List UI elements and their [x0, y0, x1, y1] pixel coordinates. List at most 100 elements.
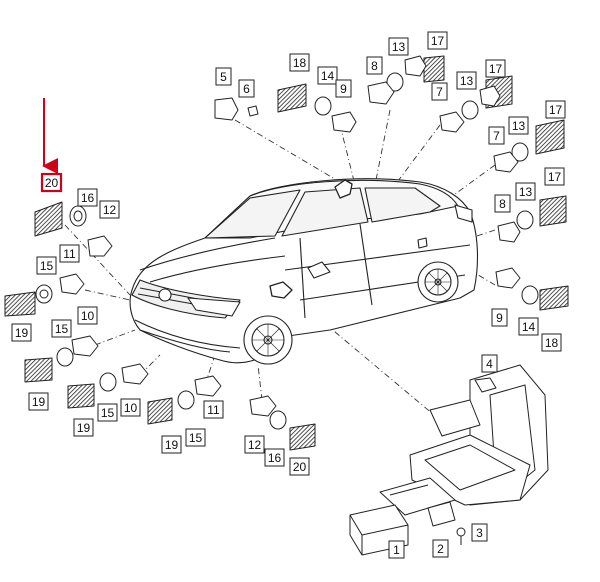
callout-box	[99, 200, 120, 219]
callout-number: 4	[486, 357, 493, 371]
callout: 8	[366, 56, 383, 75]
callout-number: 5	[220, 70, 227, 84]
callout-box	[289, 457, 310, 476]
callout: 16	[264, 448, 285, 467]
callout-box	[77, 188, 98, 207]
callout-box	[518, 317, 539, 336]
callout-number: 12	[248, 438, 262, 452]
callout-box	[488, 126, 505, 145]
callout: 18	[289, 53, 310, 72]
callout-number: 17	[549, 103, 563, 117]
callout-box	[427, 31, 448, 50]
callout-number: 10	[124, 401, 138, 415]
callout: 19	[28, 392, 49, 411]
callout-box	[388, 37, 409, 56]
callout-box	[456, 71, 477, 90]
callout: 5	[215, 67, 232, 86]
callout-number: 13	[392, 40, 406, 54]
callout-number: 13	[512, 119, 526, 133]
callout-box	[544, 167, 565, 186]
callout-number: 3	[476, 526, 483, 540]
callout: 17	[427, 31, 448, 50]
callout: 2	[432, 539, 449, 558]
car-illustration	[129, 178, 478, 365]
callout-box	[215, 67, 232, 86]
callout-box	[51, 319, 72, 338]
callout-number: 19	[165, 438, 179, 452]
callout-number: 15	[189, 431, 203, 445]
callout: 8	[494, 194, 511, 213]
callout-number: 12	[103, 203, 117, 217]
callout-number: 11	[63, 247, 76, 261]
callout: 11	[203, 400, 224, 419]
callout-box	[59, 244, 80, 263]
callout: 12	[99, 200, 120, 219]
callout: 13	[456, 71, 477, 90]
callout-box	[432, 539, 449, 558]
callout: 13	[508, 116, 529, 135]
callout-box	[508, 116, 529, 135]
callout: 3	[471, 523, 488, 542]
callout-box	[203, 400, 224, 419]
callout-number: 15	[101, 406, 115, 420]
callout: 15	[97, 403, 118, 422]
callout-number: 13	[519, 185, 533, 199]
callout-number: 1	[393, 543, 400, 557]
callout-box	[73, 418, 94, 437]
callout: 12	[244, 435, 265, 454]
callout-number: 15	[55, 322, 69, 336]
callout-number: 14	[522, 320, 536, 334]
callout-number: 7	[436, 85, 443, 99]
callout: 15	[51, 319, 72, 338]
callout-number: 18	[293, 56, 307, 70]
callout: 10	[120, 398, 141, 417]
callout: 1	[388, 540, 405, 559]
callout-box	[545, 100, 566, 119]
control-unit-assembly	[349, 364, 549, 556]
callout-number: 2	[437, 542, 444, 556]
callout-number: 17	[548, 170, 562, 184]
callout-box	[161, 435, 182, 454]
callout: 19	[11, 323, 32, 342]
callout-box	[264, 448, 285, 467]
callout-number: 17	[489, 62, 503, 76]
callout: 14	[317, 66, 338, 85]
callout-highlighted: 20	[40, 172, 63, 193]
callout-number: 6	[243, 82, 250, 96]
callout-number: 16	[81, 191, 95, 205]
callout-number: 11	[207, 403, 220, 417]
callout-number: 19	[15, 326, 29, 340]
callout-box	[388, 540, 405, 559]
callout-box	[515, 182, 536, 201]
callout: 10	[77, 306, 98, 325]
callout-number: 7	[493, 129, 500, 143]
callout-number: 17	[431, 34, 445, 48]
callout: 19	[161, 435, 182, 454]
callout-number: 13	[460, 74, 474, 88]
callout-box	[317, 66, 338, 85]
callout-box	[494, 194, 511, 213]
callout-number: 19	[77, 421, 91, 435]
callout-box	[77, 306, 98, 325]
callout: 17	[545, 100, 566, 119]
callout: 19	[73, 418, 94, 437]
callout: 17	[485, 59, 506, 78]
callout: 15	[185, 428, 206, 447]
callout-box	[28, 392, 49, 411]
parking-sensors	[4, 55, 569, 451]
callout-number: 8	[371, 59, 378, 73]
callout: 13	[515, 182, 536, 201]
callout: 4	[481, 354, 498, 373]
callout: 13	[388, 37, 409, 56]
callout: 11	[59, 244, 80, 263]
callout: 9	[335, 79, 352, 98]
callout-box	[120, 398, 141, 417]
callout-number: 8	[499, 197, 506, 211]
callout-box	[97, 403, 118, 422]
callout-box	[36, 256, 57, 275]
callout-number: 18	[545, 336, 559, 350]
callout-box	[485, 59, 506, 78]
callout: 9	[491, 308, 508, 327]
callout: 17	[544, 167, 565, 186]
callout: 6	[238, 79, 255, 98]
